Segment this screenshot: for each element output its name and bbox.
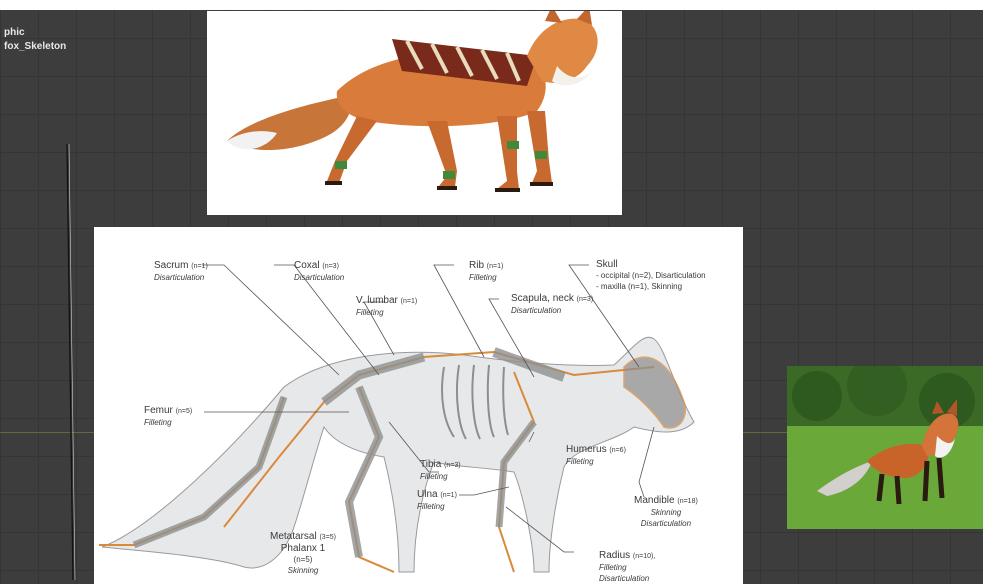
label-v-lumbar: V. lumbar (n=1) Filleting xyxy=(356,295,417,318)
label-radius: Radius (n=10), Filleting Disarticulation xyxy=(599,550,655,584)
label-sacrum: Sacrum (n=1) Disarticulation xyxy=(154,260,208,283)
label-ulna: Ulna (n=1) Filleting xyxy=(417,489,457,512)
label-tibia: Tibia (n=3) Filleting xyxy=(420,459,461,482)
fox-photo-reference-image[interactable] xyxy=(787,366,983,529)
skeleton-diagram-reference-image[interactable]: Sacrum (n=1) Disarticulation Coxal (n=3)… xyxy=(94,227,743,584)
label-coxal: Coxal (n=3) Disarticulation xyxy=(294,260,344,283)
label-rib: Rib (n=1) Filleting xyxy=(469,260,503,283)
label-mandible: Mandible (n=18) Skinning Disarticulation xyxy=(634,495,698,529)
label-scapula: Scapula, neck (n=3) Disarticulation xyxy=(511,293,593,316)
fox-painting-reference-image[interactable] xyxy=(207,11,622,215)
label-skull: Skull - occipital (n=2), Disarticulation… xyxy=(596,259,706,292)
label-humerus: Humerus (n=6) Filleting xyxy=(566,444,626,467)
label-metatarsal: Metatarsal (3=5) Phalanx 1 (n=5) Skinnin… xyxy=(270,531,336,576)
label-femur: Femur (n=5) Filleting xyxy=(144,405,192,428)
